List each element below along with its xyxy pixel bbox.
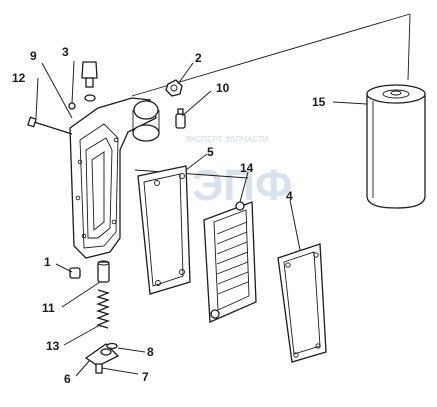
- watermark-caption: ЭКСПЕРТ ЗАПЧАСТИ: [185, 135, 269, 144]
- callout-3: 3: [62, 45, 69, 59]
- cooler-gasket: [277, 243, 327, 363]
- callout-10: 10: [216, 81, 230, 95]
- callout-15: 15: [312, 95, 326, 109]
- callout-11: 11: [42, 301, 55, 315]
- watermark: ЭПФ ЭКСПЕРТ ЗАПЧАСТИ: [185, 135, 292, 210]
- leader-lines: [35, 60, 368, 377]
- callout-1: 1: [44, 255, 51, 269]
- small-washer: [68, 102, 76, 110]
- callout-7: 7: [142, 370, 149, 384]
- callout-labels: 3 9 12 2 10 5 14 4 15 1 11 13 8 7 6: [12, 45, 326, 386]
- spring: [96, 289, 110, 329]
- callout-14: 14: [240, 161, 254, 175]
- callout-6: 6: [64, 372, 71, 386]
- callout-8: 8: [147, 345, 154, 359]
- drain-plug-assembly: [84, 342, 120, 374]
- gasket: [137, 165, 191, 295]
- watermark-logo: ЭПФ: [192, 161, 292, 210]
- callout-5: 5: [207, 145, 214, 159]
- callout-12: 12: [12, 71, 26, 85]
- long-bolt: [27, 116, 73, 135]
- oil-cooler-core: [203, 201, 257, 323]
- callout-4: 4: [286, 189, 293, 203]
- valve-piston: [97, 260, 110, 283]
- callout-2: 2: [195, 51, 202, 65]
- plug-with-washer: [81, 61, 98, 102]
- small-plug: [69, 267, 81, 279]
- fitting: [175, 108, 186, 129]
- callout-9: 9: [30, 49, 37, 63]
- filter-housing: [69, 97, 160, 259]
- oil-filter-cartridge: [366, 84, 426, 209]
- callout-13: 13: [46, 339, 60, 353]
